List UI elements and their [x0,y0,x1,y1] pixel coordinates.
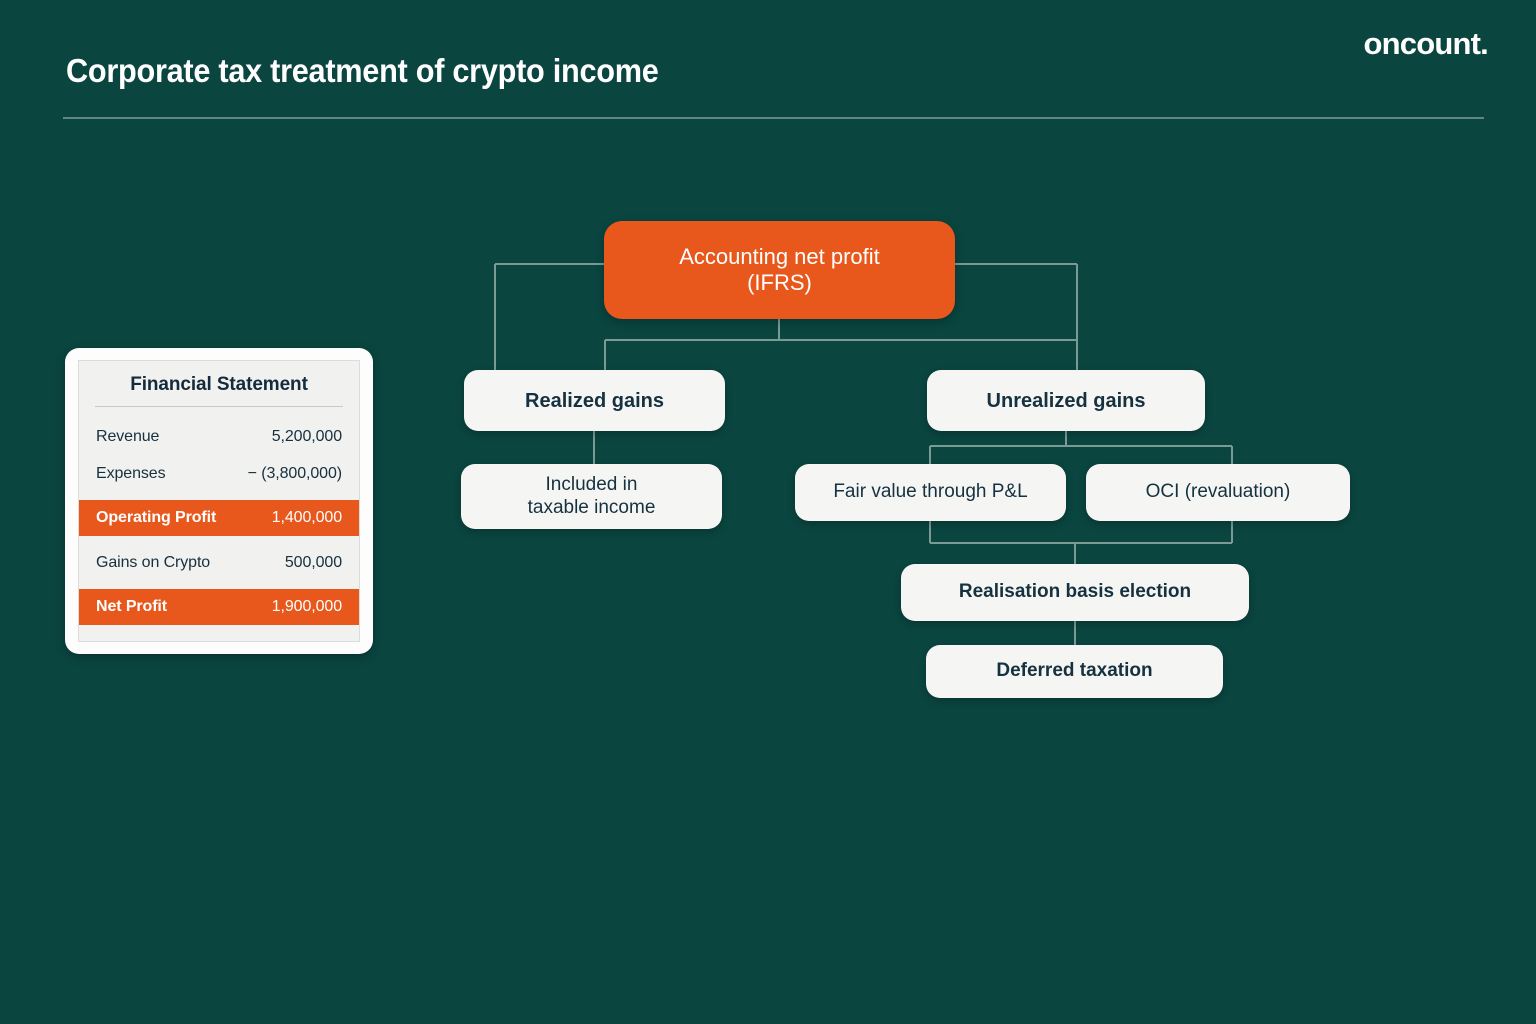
table-row: Revenue 5,200,000 [79,418,359,455]
node-label: Fair value through P&L [833,481,1028,503]
node-label: Realized gains [525,389,664,412]
row-value: − (3,800,000) [247,464,342,482]
node-line-2: taxable income [527,496,656,518]
financial-statement-panel: Financial Statement Revenue 5,200,000 Ex… [78,360,360,642]
row-value: 1,900,000 [271,598,342,615]
row-label: Net Profit [96,598,168,615]
node-label: OCI (revaluation) [1145,481,1291,503]
flow-node-included-in-taxable-income[interactable]: Included in taxable income [461,464,722,529]
row-label: Expenses [96,464,166,482]
financial-statement-title: Financial Statement [130,374,308,395]
row-value: 5,200,000 [271,427,342,445]
row-value: 1,400,000 [271,509,342,526]
row-label: Operating Profit [96,509,217,526]
row-label: Revenue [96,427,160,445]
page-title: Corporate tax treatment of crypto income [66,52,659,89]
row-value: 500,000 [284,553,342,571]
flow-node-oci-revaluation[interactable]: OCI (revaluation) [1086,464,1350,521]
table-row-highlighted: Operating Profit 1,400,000 [79,500,359,536]
flow-node-deferred-taxation[interactable]: Deferred taxation [926,645,1223,698]
flow-node-accounting-net-profit[interactable]: Accounting net profit (IFRS) [604,221,955,319]
table-row: Gains on Crypto 500,000 [79,544,359,581]
flow-node-realized-gains[interactable]: Realized gains [464,370,725,431]
node-label: Unrealized gains [986,389,1146,412]
row-label: Gains on Crypto [96,553,211,571]
node-label: Realisation basis election [958,581,1192,603]
header-divider [63,117,1484,119]
brand-logo: oncount. [1363,26,1489,61]
table-row: Expenses − (3,800,000) [79,455,359,492]
flow-node-unrealized-gains[interactable]: Unrealized gains [927,370,1205,431]
financial-statement-title-divider [95,406,343,407]
flow-node-realisation-basis-election[interactable]: Realisation basis election [901,564,1249,621]
node-label: Deferred taxation [996,660,1153,682]
node-line-1: Included in [545,473,638,495]
table-row-highlighted: Net Profit 1,900,000 [79,589,359,625]
flow-node-fair-value-through-pl[interactable]: Fair value through P&L [795,464,1066,521]
node-line-1: Accounting net profit [679,243,880,269]
financial-statement-card: Financial Statement Revenue 5,200,000 Ex… [65,348,373,654]
node-line-2: (IFRS) [747,270,812,295]
